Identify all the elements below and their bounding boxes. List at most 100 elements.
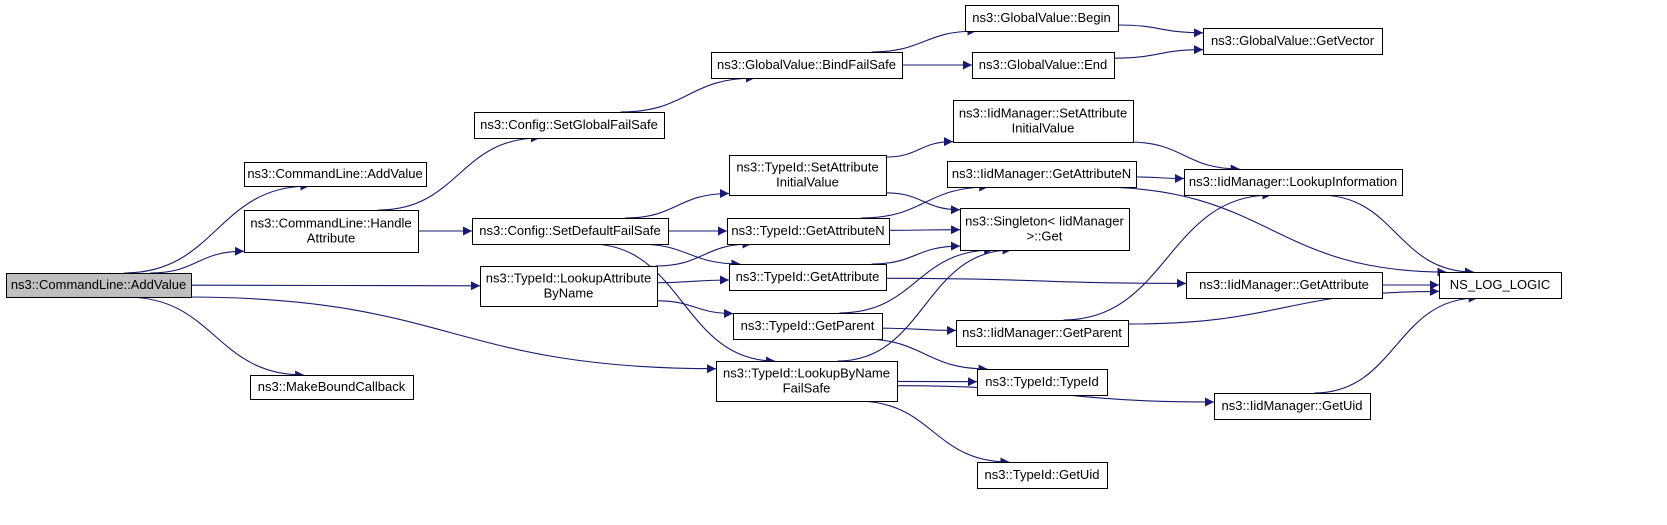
node-label-line: ns3::TypeId::TypeId bbox=[985, 374, 1098, 389]
node-label-line: ns3::GlobalValue::Begin bbox=[972, 10, 1111, 25]
edge-gv_end-to-gv_vector bbox=[1113, 45, 1204, 59]
node-tid-typeid[interactable]: ns3::TypeId::TypeId bbox=[977, 369, 1108, 396]
edge-root-to-cl_handle bbox=[150, 246, 245, 274]
node-iid-setattr[interactable]: ns3::IidManager::SetAttributeInitialValu… bbox=[953, 100, 1134, 143]
node-box bbox=[6, 273, 192, 298]
node-box bbox=[1203, 28, 1383, 55]
node-iid-lookupinfo[interactable]: ns3::IidManager::LookupInformation bbox=[1184, 169, 1403, 196]
node-label-line: ns3::IidManager::GetAttributeN bbox=[952, 166, 1131, 181]
node-label-line: ns3::TypeId::LookupAttribute bbox=[486, 271, 652, 286]
node-box bbox=[480, 266, 658, 307]
edge-root-to-cl_addvalue2 bbox=[124, 181, 310, 274]
node-label-line: InitialValue bbox=[776, 175, 839, 190]
node-box bbox=[244, 162, 427, 187]
edge-tid_lookupattr-to-tid_getparent bbox=[656, 300, 734, 318]
edge-tid_lookupbyname-to-singleton bbox=[837, 245, 1012, 362]
edge-root-to-tid_lookupattr bbox=[190, 281, 481, 291]
node-box bbox=[729, 264, 887, 291]
node-tid-getattrn[interactable]: ns3::TypeId::GetAttributeN bbox=[727, 218, 890, 245]
node-iid-getuid[interactable]: ns3::IidManager::GetUid bbox=[1214, 393, 1371, 420]
node-label-line: ns3::GlobalValue::BindFailSafe bbox=[717, 57, 896, 72]
node-label-line: >::Get bbox=[1027, 229, 1063, 244]
edge-tid_lookupbyname-to-tid_getuid bbox=[856, 400, 1010, 467]
edge-cl_handle-to-cfg_global bbox=[378, 133, 540, 211]
edge-tid_getattrn-to-singleton bbox=[888, 225, 961, 235]
node-box bbox=[250, 375, 414, 400]
node-iid-getparent[interactable]: ns3::IidManager::GetParent bbox=[956, 320, 1129, 347]
node-label-line: ns3::MakeBoundCallback bbox=[258, 379, 406, 394]
node-iid-getattrn[interactable]: ns3::IidManager::GetAttributeN bbox=[947, 161, 1137, 188]
edge-iid_getparent-to-iid_lookupinfo bbox=[1063, 190, 1272, 321]
node-box bbox=[716, 361, 898, 402]
node-label-line: NS_LOG_LOGIC bbox=[1450, 277, 1550, 292]
node-cl-addvalue2[interactable]: ns3::CommandLine::AddValue bbox=[244, 162, 427, 187]
node-label-line: ns3::IidManager::SetAttribute bbox=[959, 106, 1127, 121]
edge-cfg_default-to-tid_lookupbyname bbox=[590, 243, 776, 366]
edge-gv_bind-to-gv_begin bbox=[871, 26, 977, 53]
node-label-line: ns3::TypeId::LookupByName bbox=[723, 366, 890, 381]
edge-root-to-tid_lookupbyname bbox=[186, 296, 717, 374]
node-box bbox=[977, 369, 1108, 396]
node-label-line: ns3::Singleton< IidManager bbox=[965, 214, 1124, 229]
node-box bbox=[953, 100, 1134, 143]
node-gv-bind[interactable]: ns3::GlobalValue::BindFailSafe bbox=[711, 52, 903, 79]
node-box bbox=[972, 52, 1115, 79]
node-box bbox=[1439, 272, 1562, 299]
call-nodes: ns3::CommandLine::AddValuens3::CommandLi… bbox=[6, 5, 1562, 489]
node-label-line: ByName bbox=[544, 286, 594, 301]
node-singleton[interactable]: ns3::Singleton< IidManager >::Get bbox=[960, 208, 1130, 251]
edge-tid_getparent-to-iid_getparent bbox=[881, 325, 957, 335]
node-label-line: ns3::TypeId::GetAttribute bbox=[736, 269, 880, 284]
edge-iid_getattrn-to-log_logic bbox=[1095, 186, 1447, 277]
node-box bbox=[960, 208, 1130, 251]
node-tid-getparent[interactable]: ns3::TypeId::GetParent bbox=[733, 313, 883, 340]
edge-tid_getattrn-to-iid_getattrn bbox=[861, 182, 989, 219]
edge-cfg_default-to-tid_setattr bbox=[625, 189, 730, 219]
edge-tid_getattr-to-iid_getattr bbox=[885, 277, 1187, 288]
edge-root-to-make_bound bbox=[125, 296, 305, 380]
node-box bbox=[474, 112, 665, 139]
node-label-line: ns3::TypeId::SetAttribute bbox=[736, 160, 878, 175]
edge-tid_setattr-to-iid_setattr bbox=[885, 137, 954, 158]
edge-tid_setattr-to-singleton bbox=[885, 192, 961, 215]
edge-gv_begin-to-gv_vector bbox=[1117, 24, 1204, 38]
node-box bbox=[244, 210, 419, 253]
node-box bbox=[727, 218, 890, 245]
node-iid-getattr[interactable]: ns3::IidManager::GetAttribute bbox=[1186, 272, 1383, 299]
node-box bbox=[1186, 272, 1383, 299]
node-log-logic[interactable]: NS_LOG_LOGIC bbox=[1439, 272, 1562, 299]
node-label-line: InitialValue bbox=[1012, 121, 1075, 136]
node-tid-getattr[interactable]: ns3::TypeId::GetAttribute bbox=[729, 264, 887, 291]
edge-iid_getattrn-to-iid_lookupinfo bbox=[1135, 173, 1185, 183]
edge-iid_getparent-to-log_logic bbox=[1127, 286, 1440, 325]
node-box bbox=[1214, 393, 1371, 420]
edge-tid_lookupattr-to-tid_getattr bbox=[656, 275, 730, 285]
node-label-line: FailSafe bbox=[783, 381, 831, 396]
edge-tid_getattr-to-singleton bbox=[871, 241, 961, 265]
node-gv-begin[interactable]: ns3::GlobalValue::Begin bbox=[965, 5, 1119, 32]
node-box bbox=[947, 161, 1137, 188]
node-label-line: ns3::TypeId::GetAttributeN bbox=[731, 223, 884, 238]
node-label-line: ns3::CommandLine::AddValue bbox=[11, 277, 186, 292]
node-box bbox=[977, 462, 1108, 489]
node-label-line: ns3::Config::SetDefaultFailSafe bbox=[479, 223, 660, 238]
node-box bbox=[711, 52, 903, 79]
node-label-line: Attribute bbox=[307, 231, 355, 246]
edge-iid_getuid-to-log_logic bbox=[1314, 293, 1478, 394]
node-gv-end[interactable]: ns3::GlobalValue::End bbox=[972, 52, 1115, 79]
node-label-line: ns3::GlobalValue::End bbox=[979, 57, 1107, 72]
node-root[interactable]: ns3::CommandLine::AddValue bbox=[6, 273, 192, 298]
node-gv-vector[interactable]: ns3::GlobalValue::GetVector bbox=[1203, 28, 1383, 55]
node-cfg-global[interactable]: ns3::Config::SetGlobalFailSafe bbox=[474, 112, 665, 139]
node-tid-getuid[interactable]: ns3::TypeId::GetUid bbox=[977, 462, 1108, 489]
node-label-line: ns3::TypeId::GetParent bbox=[741, 318, 875, 333]
node-label-line: ns3::TypeId::GetUid bbox=[985, 467, 1100, 482]
node-cfg-default[interactable]: ns3::Config::SetDefaultFailSafe bbox=[472, 218, 669, 245]
node-label-line: ns3::GlobalValue::GetVector bbox=[1211, 33, 1375, 48]
node-make-bound[interactable]: ns3::MakeBoundCallback bbox=[250, 375, 414, 400]
